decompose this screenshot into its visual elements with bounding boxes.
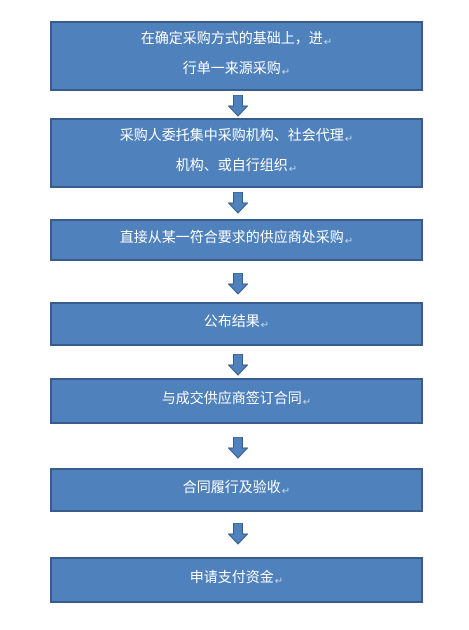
paragraph-mark-icon: ↵ [281, 486, 291, 497]
paragraph-mark-icon: ↵ [288, 164, 298, 175]
step-box-3: 直接从某一符合要求的供应商处采购↵ [50, 219, 423, 261]
down-arrow-icon [228, 437, 248, 459]
paragraph-mark-icon: ↵ [344, 134, 354, 145]
paragraph-mark-icon: ↵ [344, 236, 354, 247]
paragraph-mark-icon: ↵ [260, 320, 270, 331]
paragraph-mark-icon: ↵ [281, 67, 291, 78]
paragraph-mark-icon: ↵ [323, 37, 333, 48]
step-2-line-2: 机构、或自行组织↵ [175, 158, 298, 175]
down-arrow-icon [228, 192, 248, 214]
step-box-7: 申请支付资金↵ [50, 557, 423, 603]
step-box-6: 合同履行及验收↵ [50, 468, 423, 512]
down-arrow-icon [228, 523, 248, 545]
step-7-line-1: 申请支付资金↵ [189, 570, 284, 587]
down-arrow-icon [228, 354, 248, 376]
step-6-line-1: 合同履行及验收↵ [182, 480, 291, 497]
step-box-4: 公布结果↵ [50, 302, 423, 346]
paragraph-mark-icon: ↵ [274, 576, 284, 587]
down-arrow-icon [228, 95, 248, 117]
step-4-line-1: 公布结果↵ [203, 314, 270, 331]
step-1-line-2: 行单一来源采购↵ [182, 61, 291, 78]
paragraph-mark-icon: ↵ [302, 397, 312, 408]
step-5-line-1: 与成交供应商签订合同↵ [161, 391, 312, 408]
step-box-5: 与成交供应商签订合同↵ [50, 378, 423, 424]
step-1-line-1: 在确定采购方式的基础上，进↵ [140, 31, 333, 48]
down-arrow-icon [228, 273, 248, 295]
step-box-2: 采购人委托集中采购机构、社会代理↵ 机构、或自行组织↵ [50, 118, 423, 188]
step-box-1: 在确定采购方式的基础上，进↵ 行单一来源采购↵ [50, 21, 423, 91]
step-3-line-1: 直接从某一符合要求的供应商处采购↵ [119, 230, 354, 247]
step-2-line-1: 采购人委托集中采购机构、社会代理↵ [119, 128, 354, 145]
